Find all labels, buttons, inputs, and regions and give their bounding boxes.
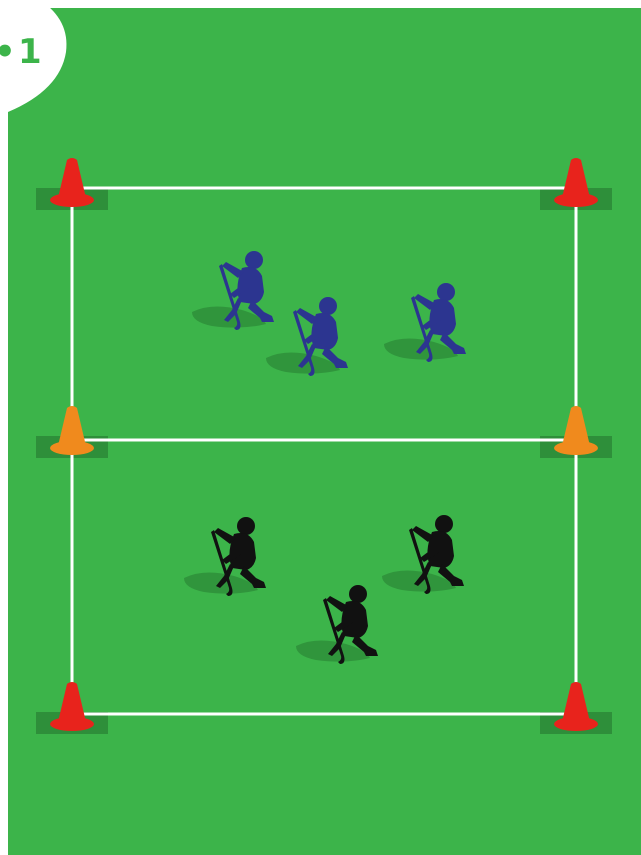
step-badge-bullet: •	[0, 32, 16, 72]
step-badge-number: 1	[18, 32, 42, 72]
